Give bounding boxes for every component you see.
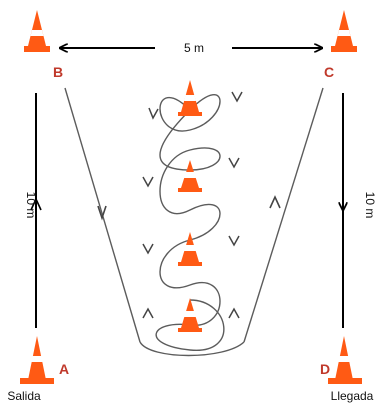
point-a-label: A [59, 361, 69, 377]
slalom-path [155, 94, 225, 351]
path-slalom-to-c [243, 87, 324, 343]
cone-d-icon [328, 336, 362, 384]
cone-a-icon [20, 336, 54, 384]
slalom-arrow-icon [228, 307, 240, 319]
cone-b-icon [24, 10, 50, 52]
path-arrow-up-icon [269, 195, 281, 209]
finish-label: Llegada [331, 389, 374, 403]
slalom-cone-2-icon [178, 160, 202, 192]
slalom-arrow-icon [142, 243, 154, 255]
left-side-label: 10 m [24, 192, 38, 219]
slalom-arrow-icon [148, 107, 159, 120]
path-bottom-turn [139, 341, 245, 357]
left-up-arrow-icon [30, 197, 42, 211]
slalom-arrow-icon [228, 235, 240, 247]
slalom-cone-1-icon [178, 80, 202, 116]
slalom-arrow-icon [142, 307, 154, 319]
slalom-arrow-icon [142, 176, 154, 188]
right-side-label: 10 m [363, 192, 377, 219]
start-label: Salida [7, 389, 41, 403]
point-d-label: D [320, 361, 330, 377]
slalom-cone-3-icon [178, 232, 202, 266]
slalom-cone-4-icon [178, 298, 202, 332]
width-label: 5 m [184, 41, 204, 55]
slalom-arrow-icon [228, 157, 240, 169]
point-c-label: C [324, 64, 334, 80]
point-b-label: B [53, 64, 63, 80]
cone-c-icon [331, 10, 357, 52]
slalom-arrow-icon [231, 91, 243, 103]
path-arrow-down-icon [97, 205, 107, 221]
